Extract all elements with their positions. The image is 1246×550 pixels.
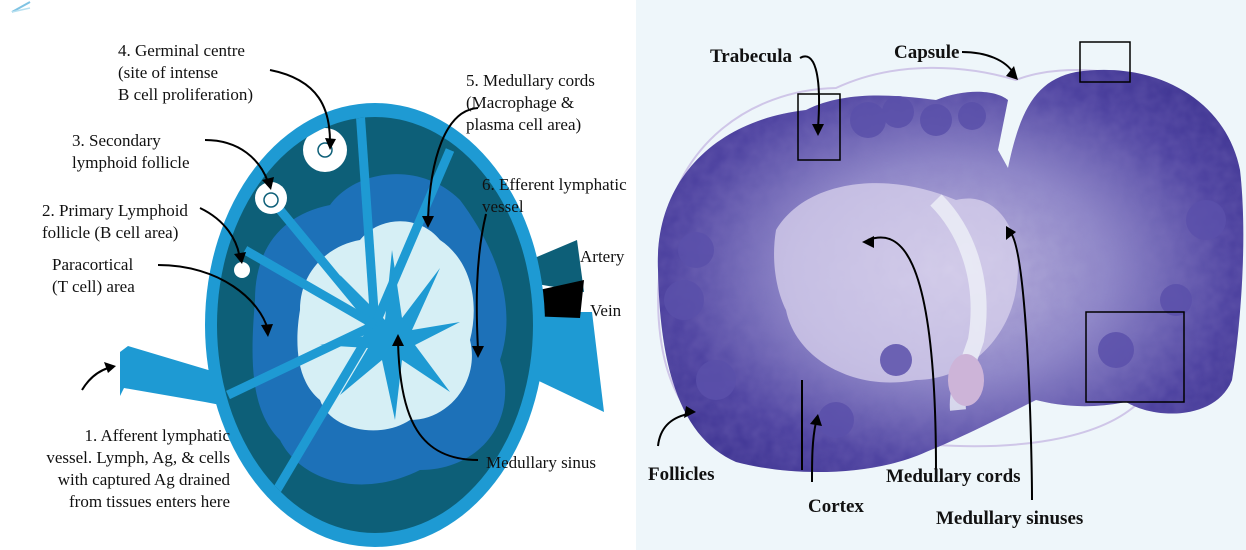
label-follicles: Follicles xyxy=(648,464,714,486)
label-medullary-cords-micro: Medullary cords xyxy=(886,466,1021,488)
label-medullary-cords: 5. Medullary cords (Macrophage & plasma … xyxy=(466,70,595,136)
label-trabecula: Trabecula xyxy=(710,46,792,68)
label-germinal-centre: 4. Germinal centre (site of intense B ce… xyxy=(118,40,253,106)
label-capsule: Capsule xyxy=(894,42,959,64)
label-paracortical: Paracortical (T cell) area xyxy=(52,254,135,298)
label-medullary-sinuses: Medullary sinuses xyxy=(936,508,1083,530)
lymph-node-micrograph: Trabecula Capsule Follicles Cortex Medul… xyxy=(636,0,1246,550)
lymph-node-diagram: 4. Germinal centre (site of intense B ce… xyxy=(0,0,630,550)
primary-follicle xyxy=(234,262,250,278)
label-efferent-vessel: 6. Efferent lymphatic vessel xyxy=(482,174,627,218)
label-vein: Vein xyxy=(590,300,621,322)
label-artery: Artery xyxy=(580,246,624,268)
label-cortex: Cortex xyxy=(808,496,864,518)
label-medullary-sinus: Medullary sinus xyxy=(486,452,596,474)
label-afferent-vessel: 1. Afferent lymphatic vessel. Lymph, Ag,… xyxy=(14,425,230,513)
label-secondary-follicle: 3. Secondary lymphoid follicle xyxy=(72,130,190,174)
label-primary-follicle: 2. Primary Lymphoid follicle (B cell are… xyxy=(42,200,188,244)
